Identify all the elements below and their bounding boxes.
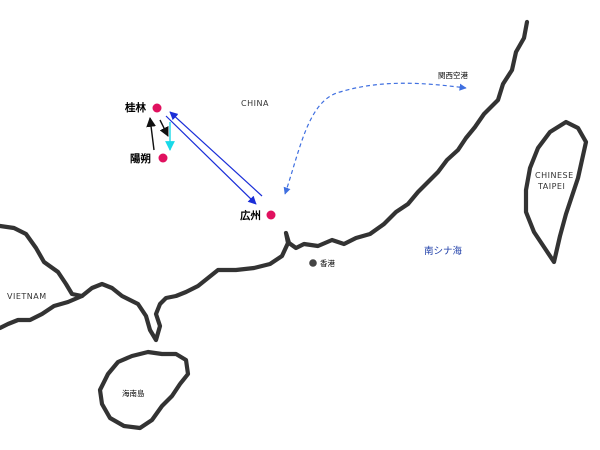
- flight-route-kansai: [283, 82, 467, 195]
- hongkong-label: 香港: [320, 258, 335, 268]
- vietnam-label: VIETNAM: [7, 292, 47, 301]
- hainan-island: [97, 349, 191, 431]
- guangzhou-label: 広州: [240, 209, 261, 222]
- guilin-marker: [152, 103, 162, 113]
- route-guilin-yangshuo: [159, 119, 169, 137]
- china-label: CHINA: [241, 99, 269, 108]
- south-china-sea-label: 南シナ海: [424, 245, 463, 257]
- route-guangzhou-guilin: [169, 111, 263, 197]
- hainan-label: 海南島: [122, 388, 145, 398]
- kansai-airport-label: 関西空港: [438, 70, 468, 80]
- guilin-label: 桂林: [124, 101, 146, 114]
- taiwan-island: [523, 119, 589, 265]
- guangzhou-marker: [266, 210, 276, 220]
- vietnam-border: [0, 223, 85, 299]
- route-yangshuo-guilin: [146, 117, 156, 151]
- chinese-taipei-label-1: CHINESE: [535, 171, 574, 180]
- chinese-taipei-label-2: TAIPEI: [537, 182, 565, 191]
- route-guilin-guangzhou: [165, 115, 257, 205]
- china-coastline: [0, 19, 530, 343]
- yangshuo-label: 陽朔: [130, 152, 151, 165]
- hongkong-marker: [309, 259, 317, 267]
- yangshuo-marker: [158, 153, 168, 163]
